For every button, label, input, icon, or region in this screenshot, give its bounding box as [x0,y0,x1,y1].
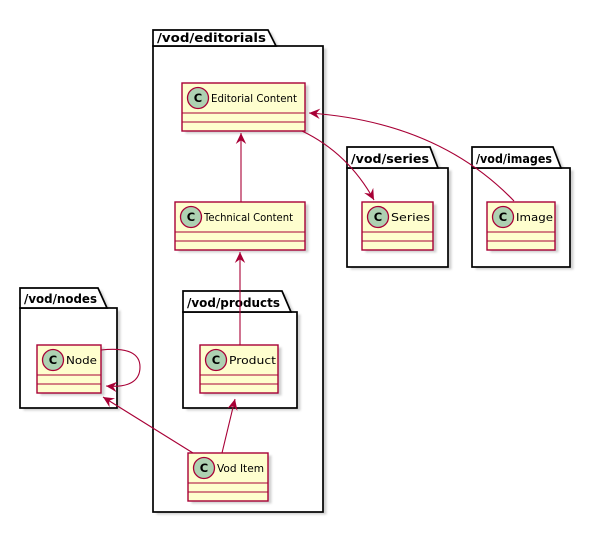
class-icon-letter: C [194,91,202,105]
class-node: C Node [36,344,105,396]
class-name: Node [66,354,97,367]
relation-node-self-loop [100,348,141,393]
package-label: /vod/nodes [24,292,97,306]
class-image: C Image [486,201,559,253]
package-vod-editorials: /vod/editorials C Editorial Content C Te… [152,29,327,515]
package-label: /vod/editorials [157,31,266,45]
relation-vod-item-to-product [221,398,238,454]
class-editorial-content: C Editorial Content [181,82,309,134]
package-tab [182,290,293,313]
class-icon [491,205,515,229]
class-icon [41,348,65,372]
relation-vod-item-to-node [102,396,194,454]
package-tab [471,146,563,169]
package-tab [19,287,109,309]
class-icon [204,348,228,372]
class-icon [366,205,390,229]
class-icon [192,456,216,480]
package-vod-nodes: /vod/nodes C Node [19,287,121,411]
class-icon-letter: C [187,210,195,224]
class-series: C Series [361,201,437,253]
class-icon-letter: C [200,461,208,475]
package-vod-series: /vod/series C Series [346,146,452,270]
class-product: C Product [199,344,282,396]
class-icon-letter: C [212,353,220,367]
package-label: /vod/products [187,296,280,310]
package-vod-products: /vod/products C Product [182,290,301,411]
class-vod-item: C Vod Item [187,452,272,504]
class-icon [179,205,203,229]
class-name: Technical Content [203,211,294,224]
class-name: Series [391,211,430,224]
relation-editorial-content-to-series [301,130,375,201]
relation-image-to-editorial-content [308,108,515,202]
package-tab [152,29,278,47]
class-name: Vod Item [217,462,264,475]
class-icon-letter: C [499,210,507,224]
class-name: Image [516,211,553,224]
package-label: /vod/images [476,152,552,166]
class-name: Editorial Content [211,92,298,105]
class-name: Product [229,354,277,367]
relations [100,108,515,454]
class-icon-letter: C [374,210,382,224]
package-tab [346,146,440,169]
class-technical-content: C Technical Content [174,201,309,253]
package-label: /vod/series [351,152,429,166]
class-icon-letter: C [49,353,57,367]
package-vod-images: /vod/images C Image [471,146,574,270]
class-icon [186,86,210,110]
